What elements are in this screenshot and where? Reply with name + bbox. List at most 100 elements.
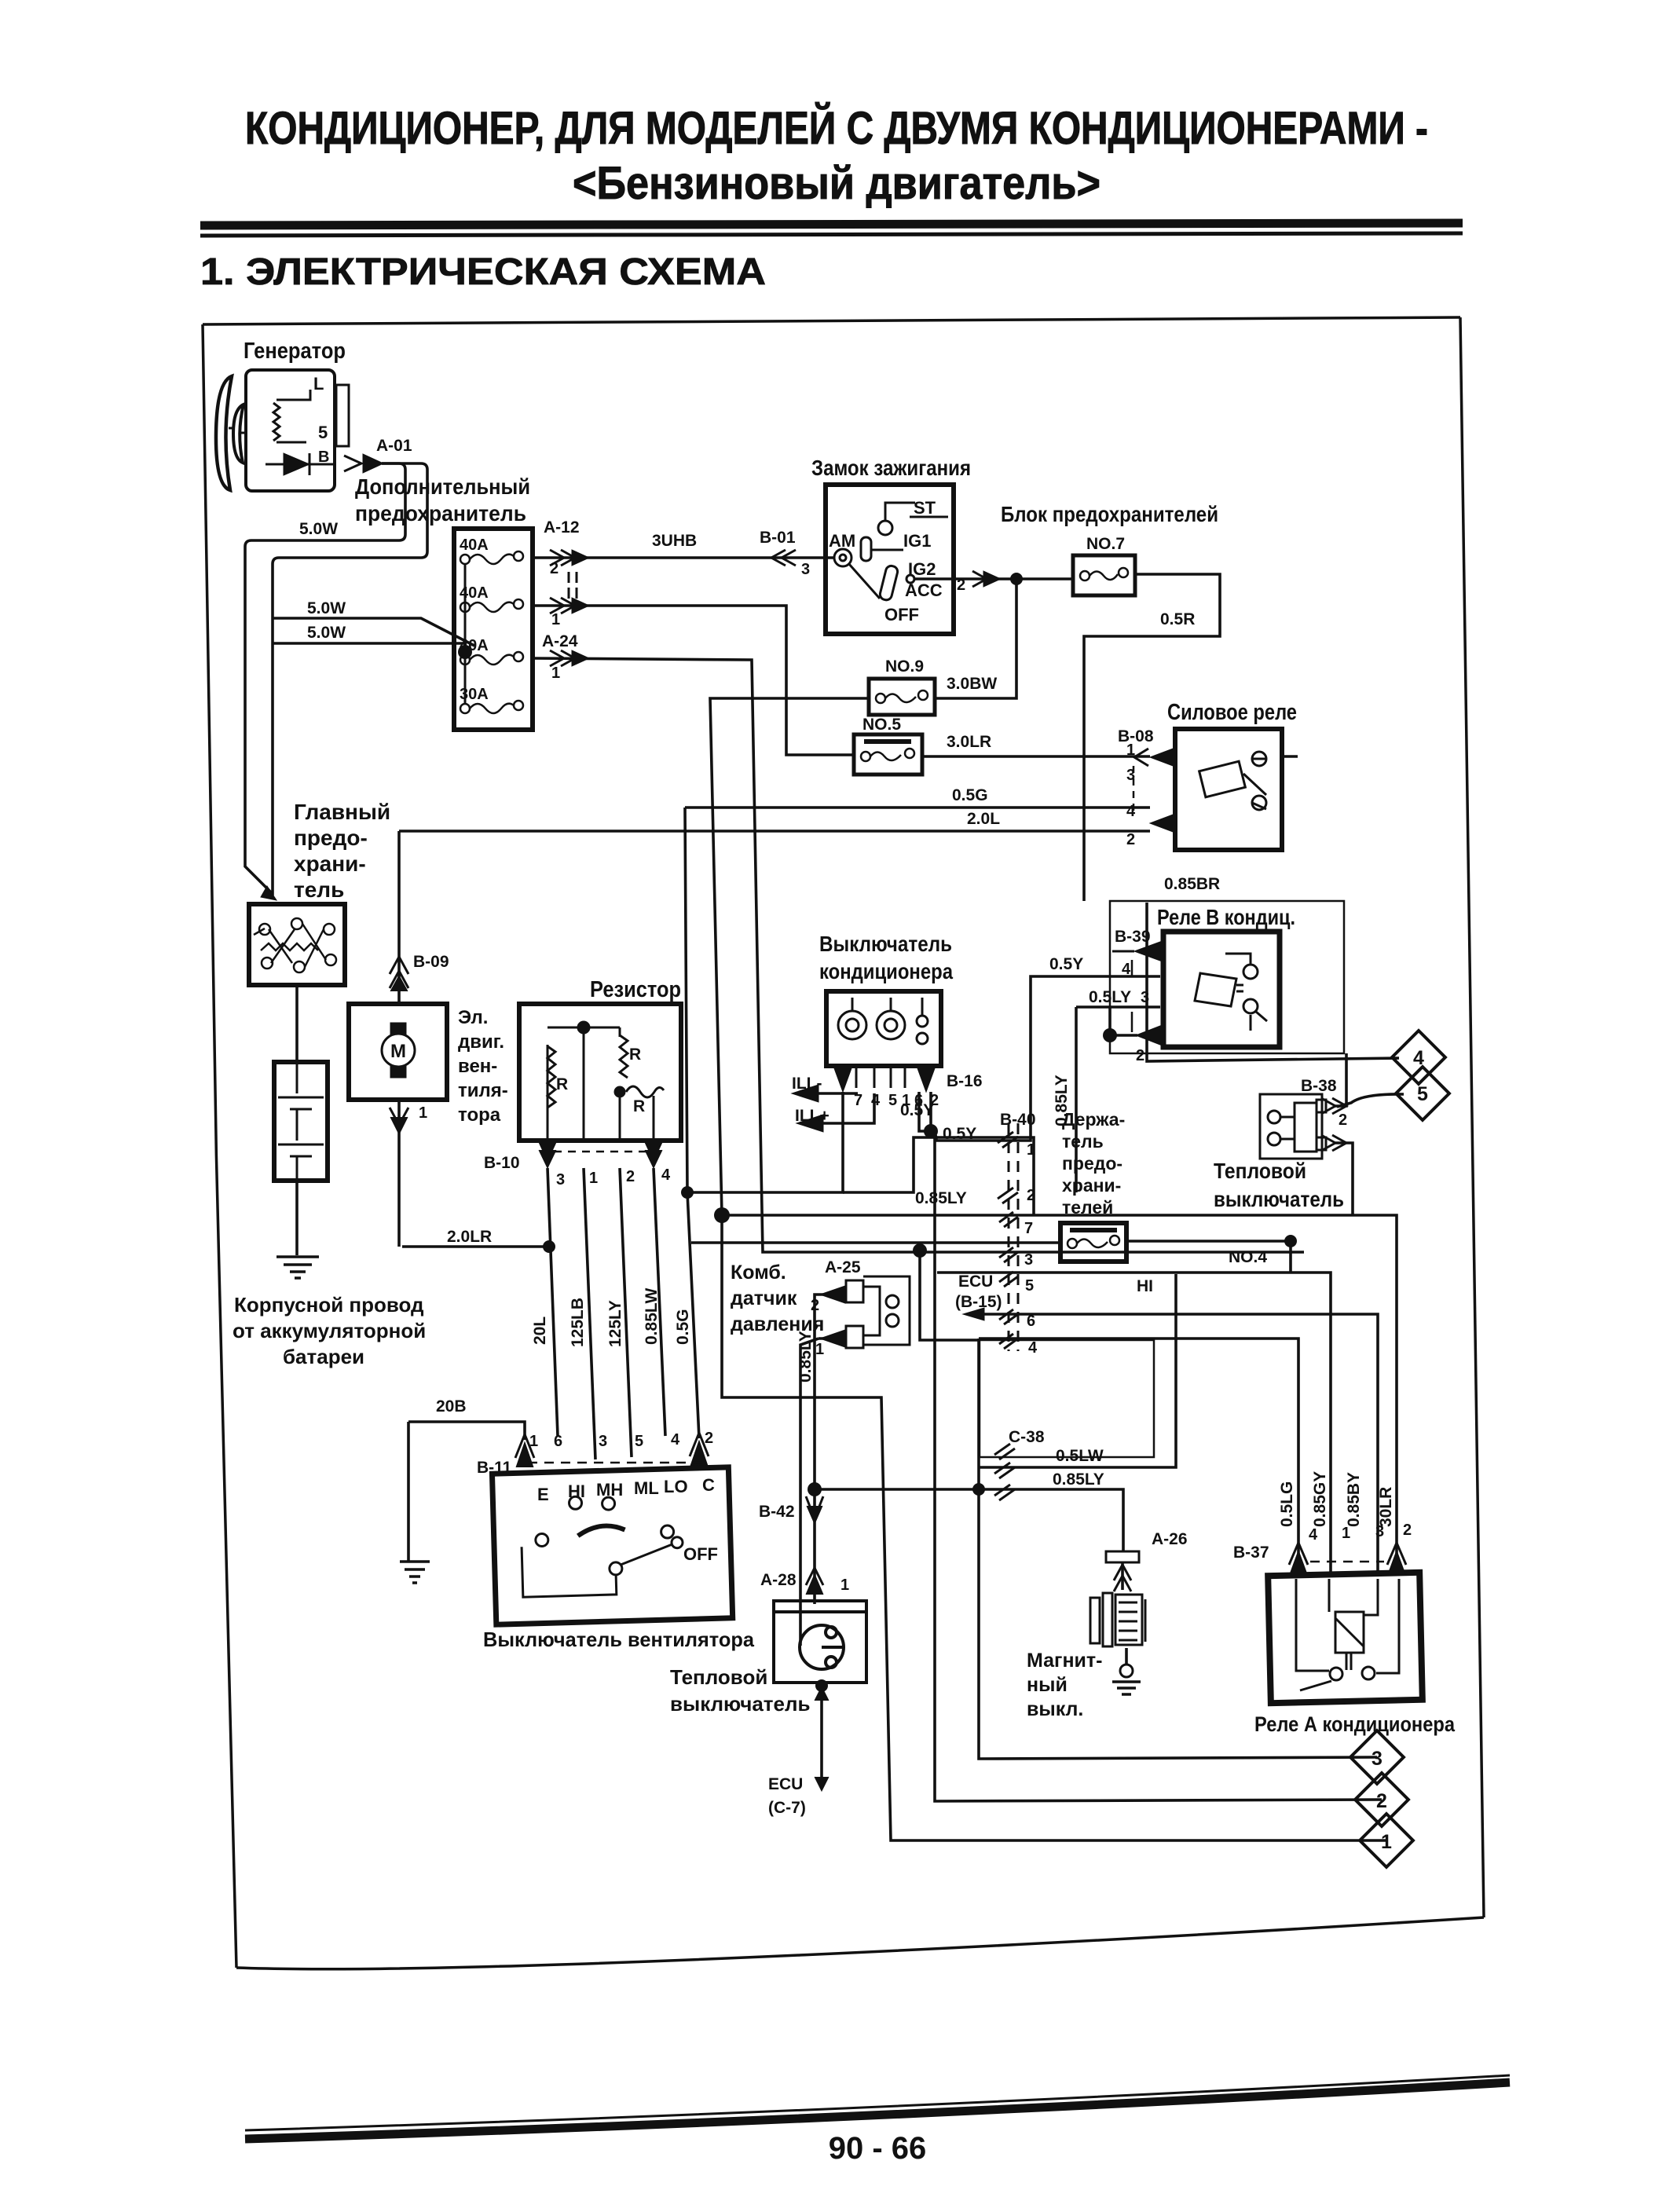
svg-text:0.85LY: 0.85LY — [797, 1331, 815, 1382]
svg-text:0.85BR: 0.85BR — [1164, 875, 1220, 893]
svg-text:3: 3 — [1141, 989, 1149, 1006]
svg-text:Силовое реле: Силовое реле — [1167, 700, 1297, 725]
svg-text:2: 2 — [550, 560, 558, 577]
svg-text:B-42: B-42 — [759, 1503, 795, 1521]
svg-text:выключатель: выключатель — [670, 1692, 811, 1716]
svg-text:5: 5 — [1417, 1083, 1428, 1105]
svg-text:храни-: храни- — [294, 851, 366, 876]
svg-text:0.5LG: 0.5LG — [1278, 1481, 1296, 1527]
svg-text:B-38: B-38 — [1301, 1077, 1337, 1095]
svg-text:кондиционера: кондиционера — [819, 959, 953, 983]
svg-text:HI: HI — [1137, 1277, 1153, 1295]
svg-text:2: 2 — [1136, 1047, 1144, 1064]
svg-text:2: 2 — [811, 1297, 819, 1314]
svg-text:4: 4 — [871, 1092, 881, 1109]
svg-text:1: 1 — [419, 1104, 427, 1122]
svg-text:4: 4 — [1028, 1339, 1038, 1357]
svg-text:MH: MH — [596, 1480, 623, 1500]
svg-text:5: 5 — [1025, 1277, 1034, 1295]
svg-text:B-10: B-10 — [484, 1154, 520, 1172]
svg-text:тель: тель — [1062, 1131, 1104, 1152]
svg-text:M: M — [390, 1041, 406, 1062]
svg-text:NO.4: NO.4 — [1229, 1248, 1267, 1266]
svg-text:B: B — [318, 449, 329, 466]
svg-text:IG1: IG1 — [903, 531, 931, 551]
svg-text:1: 1 — [529, 1433, 538, 1450]
svg-text:6: 6 — [554, 1433, 562, 1450]
svg-text:Блок предохранителей: Блок предохранителей — [1001, 502, 1218, 526]
svg-text:A-12: A-12 — [544, 518, 580, 537]
svg-text:ECU: ECU — [768, 1775, 803, 1793]
svg-text:Дополнительный: Дополнительный — [355, 474, 530, 499]
svg-text:Замок зажигания: Замок зажигания — [811, 456, 971, 480]
svg-text:Выключатель: Выключатель — [819, 932, 952, 956]
svg-text:5: 5 — [635, 1433, 643, 1450]
svg-text:0.5G: 0.5G — [952, 786, 988, 804]
svg-text:4: 4 — [1122, 961, 1131, 978]
svg-text:B-08: B-08 — [1118, 727, 1154, 745]
svg-text:40A: 40A — [460, 637, 489, 654]
svg-text:7: 7 — [1024, 1220, 1033, 1237]
svg-text:предо-: предо- — [294, 826, 368, 850]
svg-text:B-09: B-09 — [413, 953, 449, 971]
svg-text:3: 3 — [599, 1433, 607, 1450]
svg-text:Эл.: Эл. — [458, 1007, 488, 1028]
svg-text:A-26: A-26 — [1152, 1530, 1188, 1548]
svg-text:20L: 20L — [531, 1317, 549, 1345]
svg-text:ILL+: ILL+ — [795, 1107, 830, 1125]
svg-text:1: 1 — [589, 1170, 598, 1187]
svg-text:0.5LW: 0.5LW — [1056, 1447, 1104, 1465]
svg-text:Держа-: Держа- — [1062, 1109, 1125, 1130]
svg-text:1: 1 — [1126, 742, 1135, 759]
svg-text:30LR: 30LR — [1377, 1487, 1395, 1527]
svg-text:0.85LY: 0.85LY — [915, 1189, 967, 1207]
svg-text:B-37: B-37 — [1233, 1544, 1269, 1562]
svg-text:выкл.: выкл. — [1027, 1698, 1083, 1720]
svg-text:Тепловой: Тепловой — [1214, 1159, 1306, 1183]
svg-text:Корпусной провод: Корпусной провод — [234, 1293, 424, 1317]
svg-text:телей: телей — [1062, 1197, 1113, 1218]
svg-text:A-24: A-24 — [542, 632, 578, 650]
svg-text:IG2: IG2 — [908, 559, 936, 579]
svg-text:двиг.: двиг. — [458, 1031, 504, 1053]
svg-text:3: 3 — [1372, 1748, 1382, 1770]
svg-text:3.0LR: 3.0LR — [947, 733, 991, 751]
svg-text:30A: 30A — [460, 686, 489, 703]
svg-text:0.5R: 0.5R — [1160, 610, 1195, 628]
svg-text:20B: 20B — [436, 1397, 467, 1415]
svg-text:0.85LY: 0.85LY — [1053, 1470, 1104, 1489]
svg-text:вен-: вен- — [458, 1056, 497, 1077]
svg-text:AM: AM — [829, 531, 855, 551]
svg-text:2: 2 — [930, 1092, 939, 1109]
svg-text:OFF: OFF — [884, 605, 919, 624]
svg-text:тиля-: тиля- — [458, 1080, 508, 1101]
svg-text:ILL-: ILL- — [792, 1075, 822, 1093]
svg-text:4: 4 — [1126, 803, 1136, 820]
svg-text:0.85LW: 0.85LW — [643, 1287, 661, 1345]
svg-text:3.0BW: 3.0BW — [947, 675, 997, 693]
svg-text:4: 4 — [1309, 1526, 1318, 1544]
svg-text:R: R — [633, 1097, 645, 1115]
svg-text:2: 2 — [1339, 1111, 1347, 1129]
svg-text:B-11: B-11 — [477, 1459, 512, 1477]
svg-text:2.0LR: 2.0LR — [447, 1228, 492, 1246]
svg-text:R: R — [629, 1046, 641, 1064]
svg-text:A-28: A-28 — [760, 1571, 797, 1589]
svg-text:выключатель: выключатель — [1214, 1187, 1344, 1211]
svg-text:0.85BY: 0.85BY — [1345, 1472, 1363, 1527]
svg-text:предохранитель: предохранитель — [355, 501, 526, 526]
svg-text:6: 6 — [1027, 1313, 1035, 1330]
svg-text:1: 1 — [1342, 1525, 1350, 1542]
svg-text:0.5Y: 0.5Y — [943, 1125, 976, 1143]
svg-text:Комб.: Комб. — [731, 1262, 786, 1284]
svg-text:40A: 40A — [460, 537, 489, 554]
svg-text:0.5Y: 0.5Y — [900, 1101, 934, 1119]
svg-text:1: 1 — [815, 1341, 824, 1358]
svg-text:2: 2 — [1403, 1522, 1412, 1539]
svg-text:датчик: датчик — [731, 1287, 797, 1309]
svg-text:ACC: ACC — [905, 580, 943, 600]
svg-text:Генератор: Генератор — [244, 339, 346, 364]
svg-text:0.85LY: 0.85LY — [1053, 1075, 1071, 1126]
svg-text:B-40: B-40 — [1000, 1111, 1036, 1129]
svg-text:7: 7 — [854, 1092, 862, 1109]
